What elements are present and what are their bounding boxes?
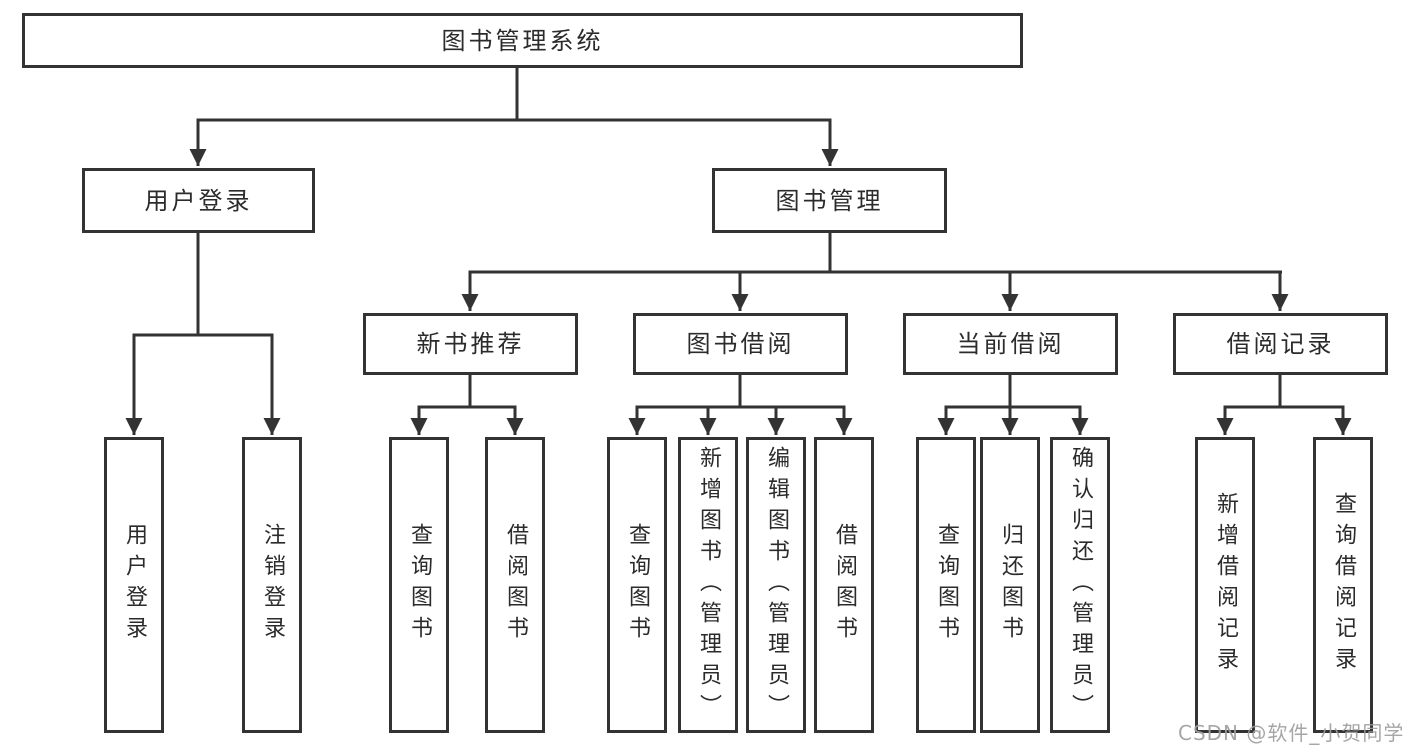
leaf-records-query-record: 查询借阅记录 (1313, 437, 1373, 733)
csdn-watermark: CSDN @软件_小贺同学 (1178, 721, 1405, 745)
leaf-records-add-record: 新增借阅记录 (1195, 437, 1255, 733)
leaf-recommend-query-book: 查询图书 (389, 437, 449, 733)
node-book-management-label: 图书管理 (775, 186, 884, 215)
leaf-current-return-book: 归还图书 (980, 437, 1040, 733)
connector-borrow-records-children (1216, 375, 1352, 435)
connector-book-management-children (461, 233, 1289, 311)
connector-book-borrow-children (628, 375, 853, 435)
node-borrow-records-label: 借阅记录 (1226, 330, 1335, 358)
leaf-user-login: 用户登录 (104, 437, 164, 733)
node-new-book-recommend-label: 新书推荐 (416, 330, 525, 358)
connector-current-borrow-children (937, 375, 1089, 435)
node-borrow-records: 借阅记录 (1173, 313, 1388, 375)
node-user-login-label: 用户登录 (144, 186, 253, 215)
leaf-recommend-borrow-book: 借阅图书 (485, 437, 545, 733)
node-current-borrow-label: 当前借阅 (956, 330, 1065, 358)
node-book-borrow-label: 图书借阅 (686, 330, 795, 358)
node-book-borrow: 图书借阅 (633, 313, 848, 375)
leaf-borrow-add-book-admin: 新增图书（管理员） (678, 437, 738, 733)
node-user-login: 用户登录 (82, 168, 315, 233)
leaf-current-query-book: 查询图书 (916, 437, 976, 733)
node-current-borrow: 当前借阅 (903, 313, 1118, 375)
leaf-borrow-borrow-book: 借阅图书 (814, 437, 874, 733)
node-root: 图书管理系统 (22, 13, 1023, 68)
node-root-label: 图书管理系统 (441, 26, 604, 55)
node-new-book-recommend: 新书推荐 (363, 313, 578, 375)
leaf-borrow-edit-book-admin: 编辑图书（管理员） (746, 437, 806, 733)
leaf-logout-login: 注销登录 (242, 437, 302, 733)
leaf-borrow-query-book: 查询图书 (607, 437, 667, 733)
connector-root-to-level2 (189, 68, 839, 166)
connector-new-book-recommend-children (410, 375, 524, 435)
leaf-current-confirm-return-admin: 确认归还（管理员） (1050, 437, 1110, 733)
node-book-management: 图书管理 (712, 168, 947, 233)
connector-user-login-children (125, 233, 281, 435)
